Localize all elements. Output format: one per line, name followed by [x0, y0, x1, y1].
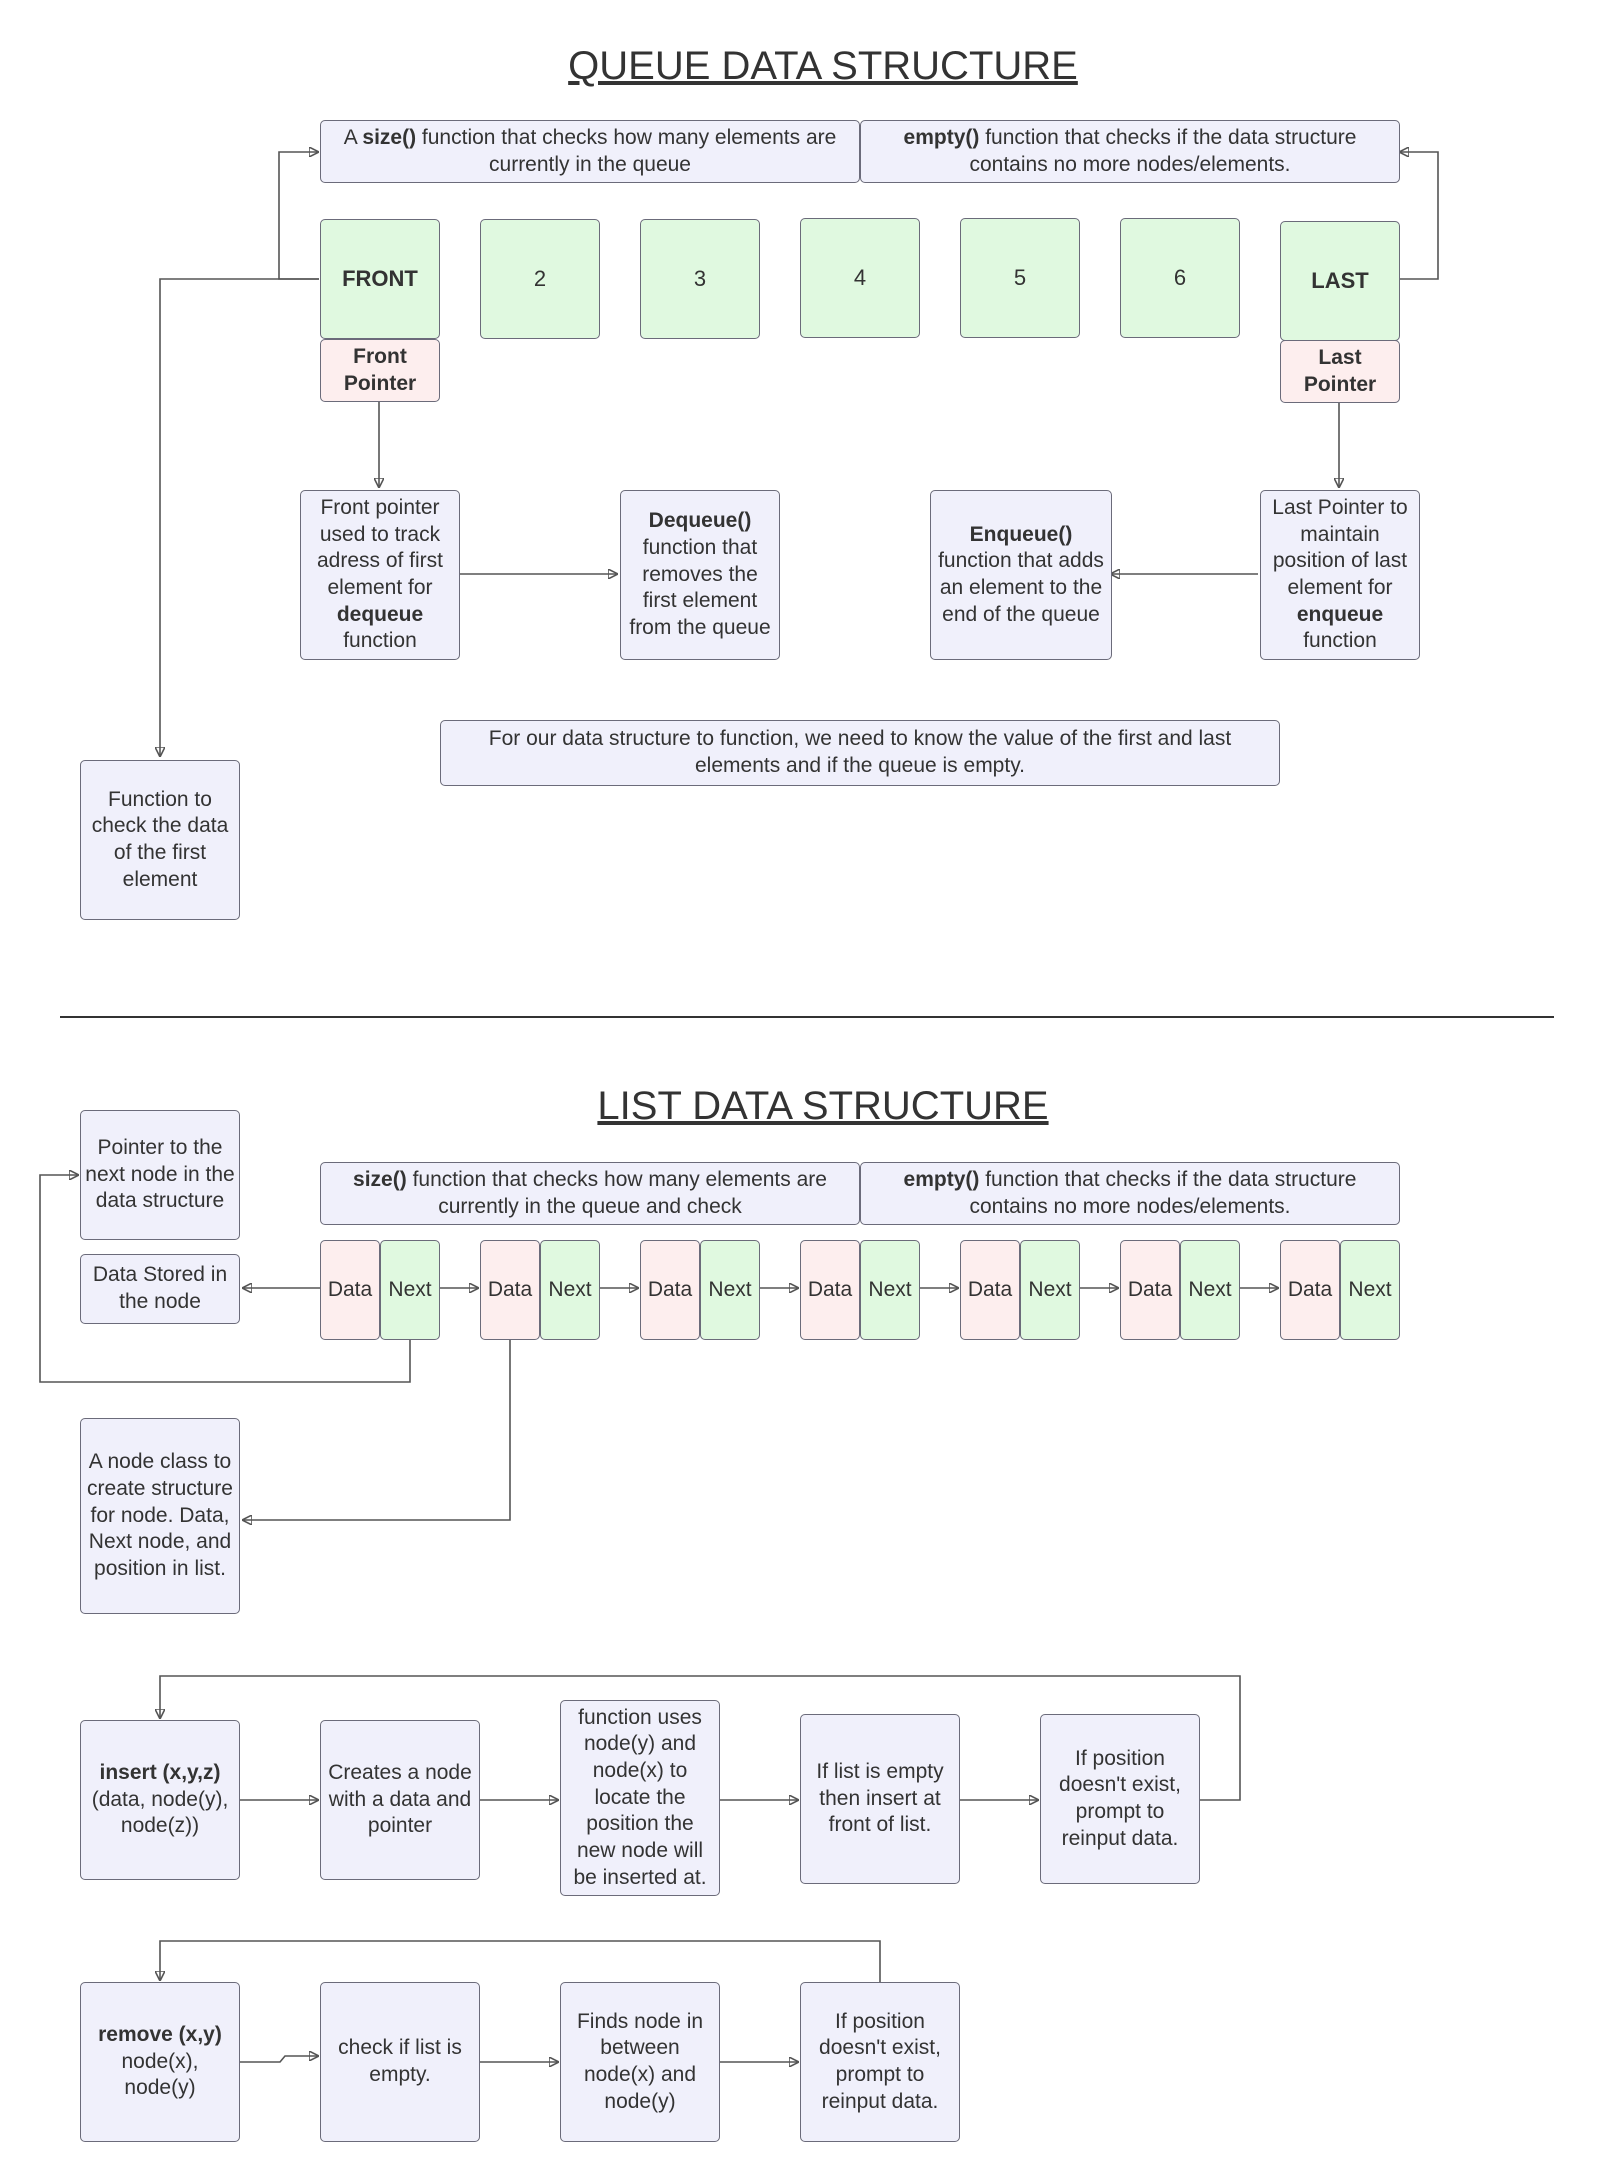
insert-function: insert (x,y,z)(data, node(y), node(z)): [80, 1720, 240, 1880]
arrow-front-to-check-first: [160, 278, 319, 756]
queue-node: 3: [640, 219, 760, 339]
queue-node: 6: [1120, 218, 1240, 338]
node-class-note: A node class to create structure for nod…: [80, 1418, 240, 1614]
last-pointer: Last Pointer: [1280, 340, 1400, 403]
list-node-data: Data: [640, 1240, 700, 1340]
front-pointer: Front Pointer: [320, 339, 440, 402]
queue-requirements-note: For our data structure to function, we n…: [440, 720, 1280, 786]
list-node-next: Next: [540, 1240, 600, 1340]
data-stored-note: Data Stored in the node: [80, 1254, 240, 1324]
queue-size-note: A size() function that checks how many e…: [320, 120, 860, 183]
list-node-data: Data: [1280, 1240, 1340, 1340]
enqueue-description: Enqueue()function that adds an element t…: [930, 490, 1112, 660]
last-pointer-description: Last Pointer to maintain position of las…: [1260, 490, 1420, 660]
list-empty-note: empty() function that checks if the data…: [860, 1162, 1400, 1225]
list-node-next: Next: [1180, 1240, 1240, 1340]
remove-step-invalid-position: If position doesn't exist, prompt to rei…: [800, 1982, 960, 2142]
list-node-next: Next: [1340, 1240, 1400, 1340]
list-node-data: Data: [480, 1240, 540, 1340]
list-node-data: Data: [1120, 1240, 1180, 1340]
check-first-element-note: Function to check the data of the first …: [80, 760, 240, 920]
arrow-node2-to-node-class-note: [243, 1340, 511, 1520]
arrow-last-to-empty-note: [1398, 152, 1439, 280]
arrow-remove-to-step1: [240, 2056, 318, 2063]
list-node-data: Data: [320, 1240, 380, 1340]
list-node-next: Next: [700, 1240, 760, 1340]
queue-node-last: LAST: [1280, 221, 1400, 341]
list-node-next: Next: [1020, 1240, 1080, 1340]
list-node-data: Data: [960, 1240, 1020, 1340]
remove-function: remove (x,y)node(x), node(y): [80, 1982, 240, 2142]
queue-node: 5: [960, 218, 1080, 338]
queue-node: 2: [480, 219, 600, 339]
remove-step-empty-check: check if list is empty.: [320, 1982, 480, 2142]
insert-step-empty-check: If list is empty then insert at front of…: [800, 1714, 960, 1884]
queue-node-front: FRONT: [320, 219, 440, 339]
list-node-data: Data: [800, 1240, 860, 1340]
front-pointer-description: Front pointer used to track adress of fi…: [300, 490, 460, 660]
insert-step-create-node: Creates a node with a data and pointer: [320, 1720, 480, 1880]
arrow-next-to-pointer-note: [39, 1175, 411, 1383]
section-divider: [60, 1016, 1554, 1018]
list-node-next: Next: [380, 1240, 440, 1340]
queue-title: QUEUE DATA STRUCTURE: [568, 44, 1078, 88]
insert-step-locate-position: function uses node(y) and node(x) to loc…: [560, 1700, 720, 1896]
insert-step-invalid-position: If position doesn't exist, prompt to rei…: [1040, 1714, 1200, 1884]
arrow-front-to-size-note: [278, 152, 319, 280]
list-title: LIST DATA STRUCTURE: [597, 1084, 1049, 1128]
list-size-note: size() function that checks how many ele…: [320, 1162, 860, 1225]
queue-empty-note: empty() function that checks if the data…: [860, 120, 1400, 183]
pointer-next-note: Pointer to the next node in the data str…: [80, 1110, 240, 1240]
queue-node: 4: [800, 218, 920, 338]
arrow-rstep3-loop-to-remove: [160, 1940, 881, 1982]
arrow-step4-loop-to-insert: [160, 1675, 1241, 1801]
list-node-next: Next: [860, 1240, 920, 1340]
dequeue-description: Dequeue()function that removes the first…: [620, 490, 780, 660]
remove-step-find-node: Finds node in between node(x) and node(y…: [560, 1982, 720, 2142]
